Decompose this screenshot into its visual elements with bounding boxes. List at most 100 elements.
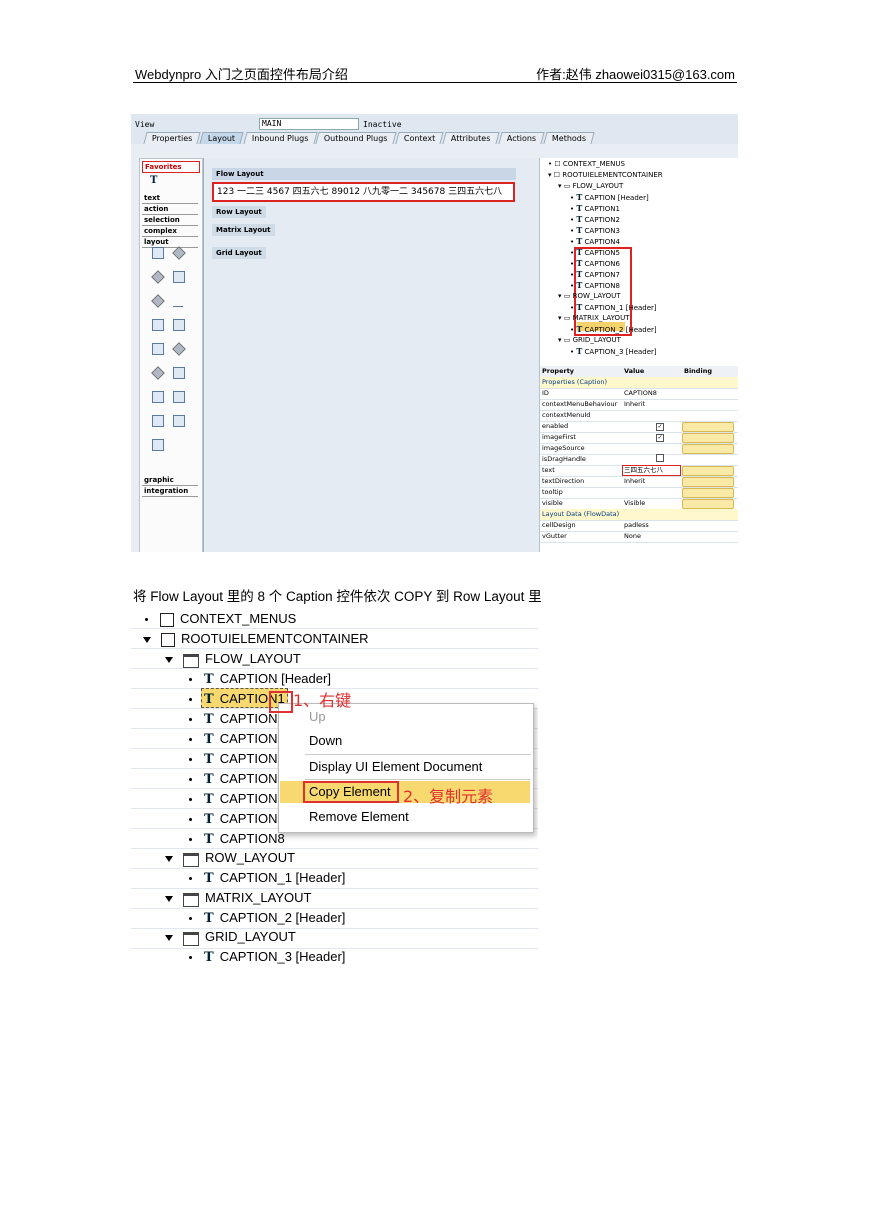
element-icon[interactable] <box>152 415 164 427</box>
tab-methods[interactable]: Methods <box>543 132 595 144</box>
tree-node-context-menus[interactable]: CONTEXT_MENUS <box>145 609 296 629</box>
tab-actions[interactable]: Actions <box>498 132 545 144</box>
tree-node-root[interactable]: ROOTUIELEMENTCONTAINER <box>143 629 369 649</box>
menu-item-copy-element[interactable]: Copy Element <box>309 784 391 799</box>
element-icon[interactable] <box>173 271 185 283</box>
tab-inbound-plugs[interactable]: Inbound Plugs <box>243 132 317 144</box>
element-icon[interactable] <box>151 366 165 380</box>
tree-node-row-layout[interactable]: ROW_LAYOUT <box>165 848 295 868</box>
checkbox[interactable]: ✓ <box>656 423 664 431</box>
matrix-layout-header[interactable]: Matrix Layout <box>212 224 275 236</box>
flow-layout-header[interactable]: Flow Layout <box>212 168 516 180</box>
palette-cat-text[interactable]: text <box>142 193 198 204</box>
menu-item-down[interactable]: Down <box>309 733 343 748</box>
palette-cat-graphic[interactable]: graphic <box>142 475 198 486</box>
expand-icon[interactable] <box>165 895 173 902</box>
palette-cat-action[interactable]: action <box>142 204 198 215</box>
binding-button[interactable] <box>682 433 734 443</box>
row-layout-header[interactable]: Row Layout <box>212 206 266 218</box>
property-row[interactable]: imageFirst✓ <box>540 432 738 444</box>
tree-node-flow-layout[interactable]: ▾ ▭ FLOW_LAYOUT <box>558 182 624 190</box>
palette-cat-selection[interactable]: selection <box>142 215 198 226</box>
element-icon[interactable] <box>173 319 185 331</box>
property-row[interactable]: contextMenuId <box>540 410 738 422</box>
menu-item-remove-element[interactable]: Remove Element <box>309 809 409 824</box>
tab-properties[interactable]: Properties <box>143 132 202 144</box>
tree-node-caption-header[interactable]: • T CAPTION [Header] <box>570 192 649 202</box>
palette-cat-complex[interactable]: complex <box>142 226 198 237</box>
element-icon[interactable] <box>152 343 164 355</box>
property-row[interactable]: tooltip <box>540 487 738 499</box>
tree-node-grid-layout[interactable]: GRID_LAYOUT <box>165 927 296 947</box>
element-icon[interactable] <box>151 294 165 308</box>
element-icon[interactable] <box>152 247 164 259</box>
text-view-icon[interactable]: T <box>150 175 158 186</box>
tree-node-context-menus[interactable]: • ☐ CONTEXT_MENUS <box>548 160 625 168</box>
tree-node-caption-3[interactable]: • T CAPTION_3 [Header] <box>570 346 657 356</box>
element-icon[interactable] <box>173 391 185 403</box>
tree-node-matrix-layout[interactable]: ▾ ▭ MATRIX_LAYOUT <box>558 314 630 322</box>
tree-node-caption[interactable]: • T CAPTION4 <box>570 236 620 246</box>
expand-icon[interactable] <box>143 636 151 643</box>
binding-button[interactable] <box>682 422 734 432</box>
expand-icon[interactable] <box>165 656 173 663</box>
tree-node-caption[interactable]: • T CAPTION5 <box>570 247 620 257</box>
tree-node-caption-1[interactable]: • T CAPTION_1 [Header] <box>570 302 657 312</box>
flow-layout-content[interactable]: 123 一二三 4567 四五六七 89012 八九零一二 345678 三四五… <box>212 182 515 202</box>
element-icon[interactable] <box>173 415 185 427</box>
binding-button[interactable] <box>682 488 734 498</box>
tab-layout[interactable]: Layout <box>199 132 245 144</box>
palette-cat-integration[interactable]: integration <box>142 486 198 497</box>
menu-item-up[interactable]: Up <box>309 709 326 724</box>
tree-node-row-layout[interactable]: ▾ ▭ ROW_LAYOUT <box>558 292 621 300</box>
checkbox[interactable]: ✓ <box>656 434 664 442</box>
element-icon[interactable] <box>173 367 185 379</box>
palette-favorites[interactable]: Favorites <box>142 161 200 173</box>
checkbox[interactable] <box>656 454 664 462</box>
menu-item-display-document[interactable]: Display UI Element Document <box>309 759 483 774</box>
element-icon[interactable] <box>152 391 164 403</box>
divider-icon[interactable] <box>173 306 183 307</box>
binding-button[interactable] <box>682 499 734 509</box>
palette-cat-layout[interactable]: layout <box>142 237 198 248</box>
tab-attributes[interactable]: Attributes <box>442 132 500 144</box>
tree-node-caption[interactable]: • T CAPTION7 <box>570 269 620 279</box>
element-icon[interactable] <box>151 270 165 284</box>
binding-button[interactable] <box>682 466 734 476</box>
tree-node-root[interactable]: ▾ ☐ ROOTUIELEMENTCONTAINER <box>548 171 663 179</box>
tree-node-caption[interactable]: • T CAPTION2 <box>570 214 620 224</box>
element-icon[interactable] <box>152 439 164 451</box>
expand-icon[interactable] <box>165 934 173 941</box>
binding-button[interactable] <box>682 477 734 487</box>
element-icon[interactable] <box>152 319 164 331</box>
tree-node-caption-2[interactable]: • T CAPTION_2 [Header] <box>570 324 657 334</box>
tab-outbound-plugs[interactable]: Outbound Plugs <box>315 132 397 144</box>
tree-node-flow-layout[interactable]: FLOW_LAYOUT <box>165 649 301 669</box>
expand-icon[interactable] <box>165 855 173 862</box>
view-name-field[interactable]: MAIN <box>259 118 359 130</box>
tree-node-caption[interactable]: • T CAPTION6 <box>570 258 620 268</box>
tree-node-matrix-layout[interactable]: MATRIX_LAYOUT <box>165 888 311 908</box>
tab-context[interactable]: Context <box>395 132 444 144</box>
binding-button[interactable] <box>682 444 734 454</box>
tree-node-caption[interactable]: • T CAPTION3 <box>570 225 620 235</box>
property-row[interactable]: enabled✓ <box>540 421 738 433</box>
